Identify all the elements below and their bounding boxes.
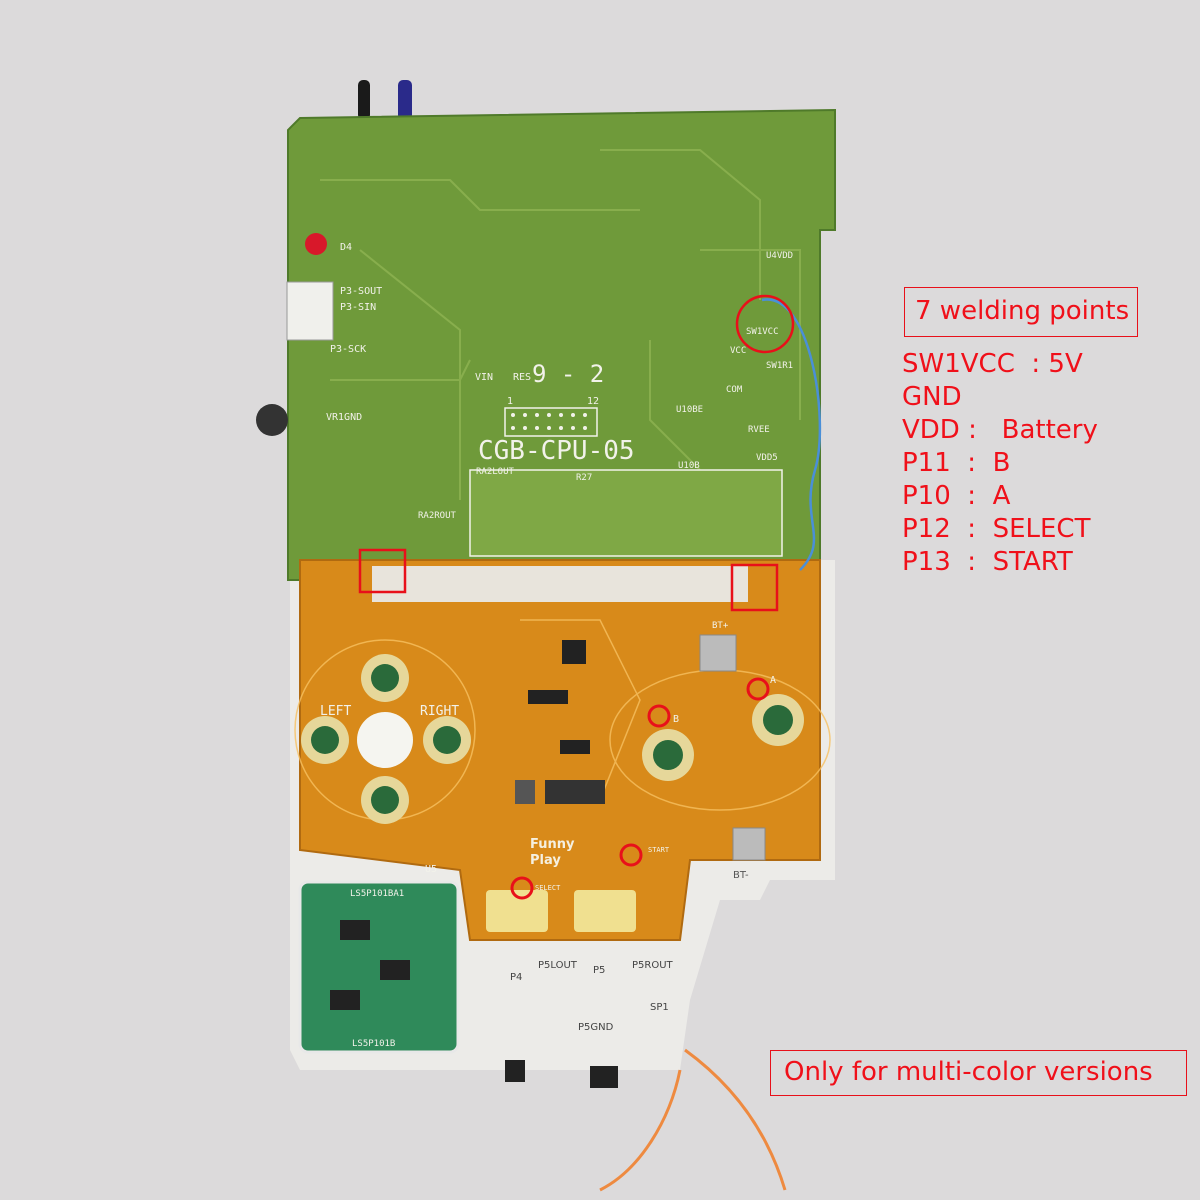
chip <box>562 640 586 664</box>
pin-12-label: 12 <box>587 396 599 407</box>
silk-p3sin: P3-SIN <box>340 302 376 313</box>
legend-item-p12: P12 : SELECT <box>902 514 1091 544</box>
blue-wire <box>761 298 822 571</box>
welding-points-title: 7 welding points <box>904 287 1138 337</box>
board-revision: 9 - 2 <box>532 360 604 388</box>
silk-select: SELECT <box>535 884 561 892</box>
silk-right: RIGHT <box>420 704 459 719</box>
speaker-jack <box>590 1066 618 1088</box>
legend-item-vdd: VDD : Battery <box>902 415 1098 445</box>
headphone-jack <box>505 1060 525 1082</box>
volume-wheel <box>256 404 288 436</box>
blue-led <box>398 80 412 120</box>
p10-a-marker <box>746 677 770 701</box>
start-contact <box>574 890 636 932</box>
silk-amp-top: LS5P101BA1 <box>350 889 404 899</box>
sw1vcc-marker <box>735 294 795 354</box>
gnd-marker <box>358 548 407 594</box>
silk-ra2rout: RA2ROUT <box>418 511 457 521</box>
silk-p5gnd: P5GND <box>578 1022 614 1033</box>
dpad-contacts <box>301 654 471 824</box>
black-led <box>358 80 370 120</box>
silk-p5rout: P5ROUT <box>632 960 674 971</box>
legend-item-sw1vcc: SW1VCC : 5V <box>902 349 1083 379</box>
vdd-marker <box>730 563 779 612</box>
silk-p3sck: P3-SCK <box>330 344 366 355</box>
lcd-connector-area <box>469 469 783 557</box>
link-port <box>286 281 334 341</box>
silk-rvee: RVEE <box>748 425 770 435</box>
orange-wire-1 <box>599 1069 682 1192</box>
silk-start: START <box>648 846 670 854</box>
legend-item-p13: P13 : START <box>902 547 1073 577</box>
legend-item-p11: P11 : B <box>902 448 1011 478</box>
silk-vcc: VCC <box>730 346 746 356</box>
multi-color-note: Only for multi-color versions <box>770 1050 1187 1096</box>
red-led <box>305 233 327 255</box>
pin-1-label: 1 <box>507 396 513 407</box>
silk-sw1r1: SW1R1 <box>766 361 793 371</box>
silk-bt-minus: BT- <box>733 870 749 881</box>
silk-vr1gnd: VR1GND <box>326 412 362 423</box>
board-model: CGB-CPU-05 <box>478 436 635 466</box>
silk-u5: U5 <box>425 864 437 875</box>
p13-start-marker <box>619 843 643 867</box>
silk-a: A <box>770 675 776 686</box>
silk-ra2lout: RA2LOUT <box>476 467 515 477</box>
brand-line-1: Funny <box>530 837 575 852</box>
silk-left: LEFT <box>320 704 351 719</box>
silk-p5: P5 <box>593 965 605 976</box>
silk-d4: D4 <box>340 242 352 253</box>
p12-select-marker <box>510 876 534 900</box>
orange-wire-2 <box>684 1048 787 1191</box>
legend-item-p10: P10 : A <box>902 481 1011 511</box>
silk-p3sout: P3-SOUT <box>340 286 382 297</box>
legend-item-gnd: GND <box>902 382 962 412</box>
bt-plus-pad <box>699 634 737 672</box>
select-contact <box>486 890 548 932</box>
silk-sp1: SP1 <box>650 1002 669 1013</box>
silk-com: COM <box>726 385 743 395</box>
p11-b-marker <box>647 704 671 728</box>
silk-r27: R27 <box>576 473 592 483</box>
silk-u10be: U10BE <box>676 405 703 415</box>
silk-amp-bottom: LS5P101B <box>352 1039 395 1049</box>
solder-pin-row <box>372 566 748 602</box>
welding-points-legend: SW1VCC : 5V GND VDD : Battery P11 : B P1… <box>902 348 1098 579</box>
silk-b: B <box>673 714 679 725</box>
silk-vdd5: VDD5 <box>756 453 778 463</box>
silk-p4: P4 <box>510 972 522 983</box>
silk-u10b: U10B <box>678 461 700 471</box>
silk-res: RES <box>513 372 531 383</box>
silk-u4vdd: U4VDD <box>766 251 793 261</box>
debug-header <box>504 407 598 437</box>
silk-bt-plus: BT+ <box>712 621 729 631</box>
silk-sw1vcc: SW1VCC <box>746 327 779 337</box>
silk-vin: VIN <box>475 372 493 383</box>
brand-line-2: Play <box>530 853 561 868</box>
silk-p5lout: P5LOUT <box>538 960 578 971</box>
amplifier-board <box>298 880 460 1054</box>
bt-minus-pad <box>732 827 766 861</box>
